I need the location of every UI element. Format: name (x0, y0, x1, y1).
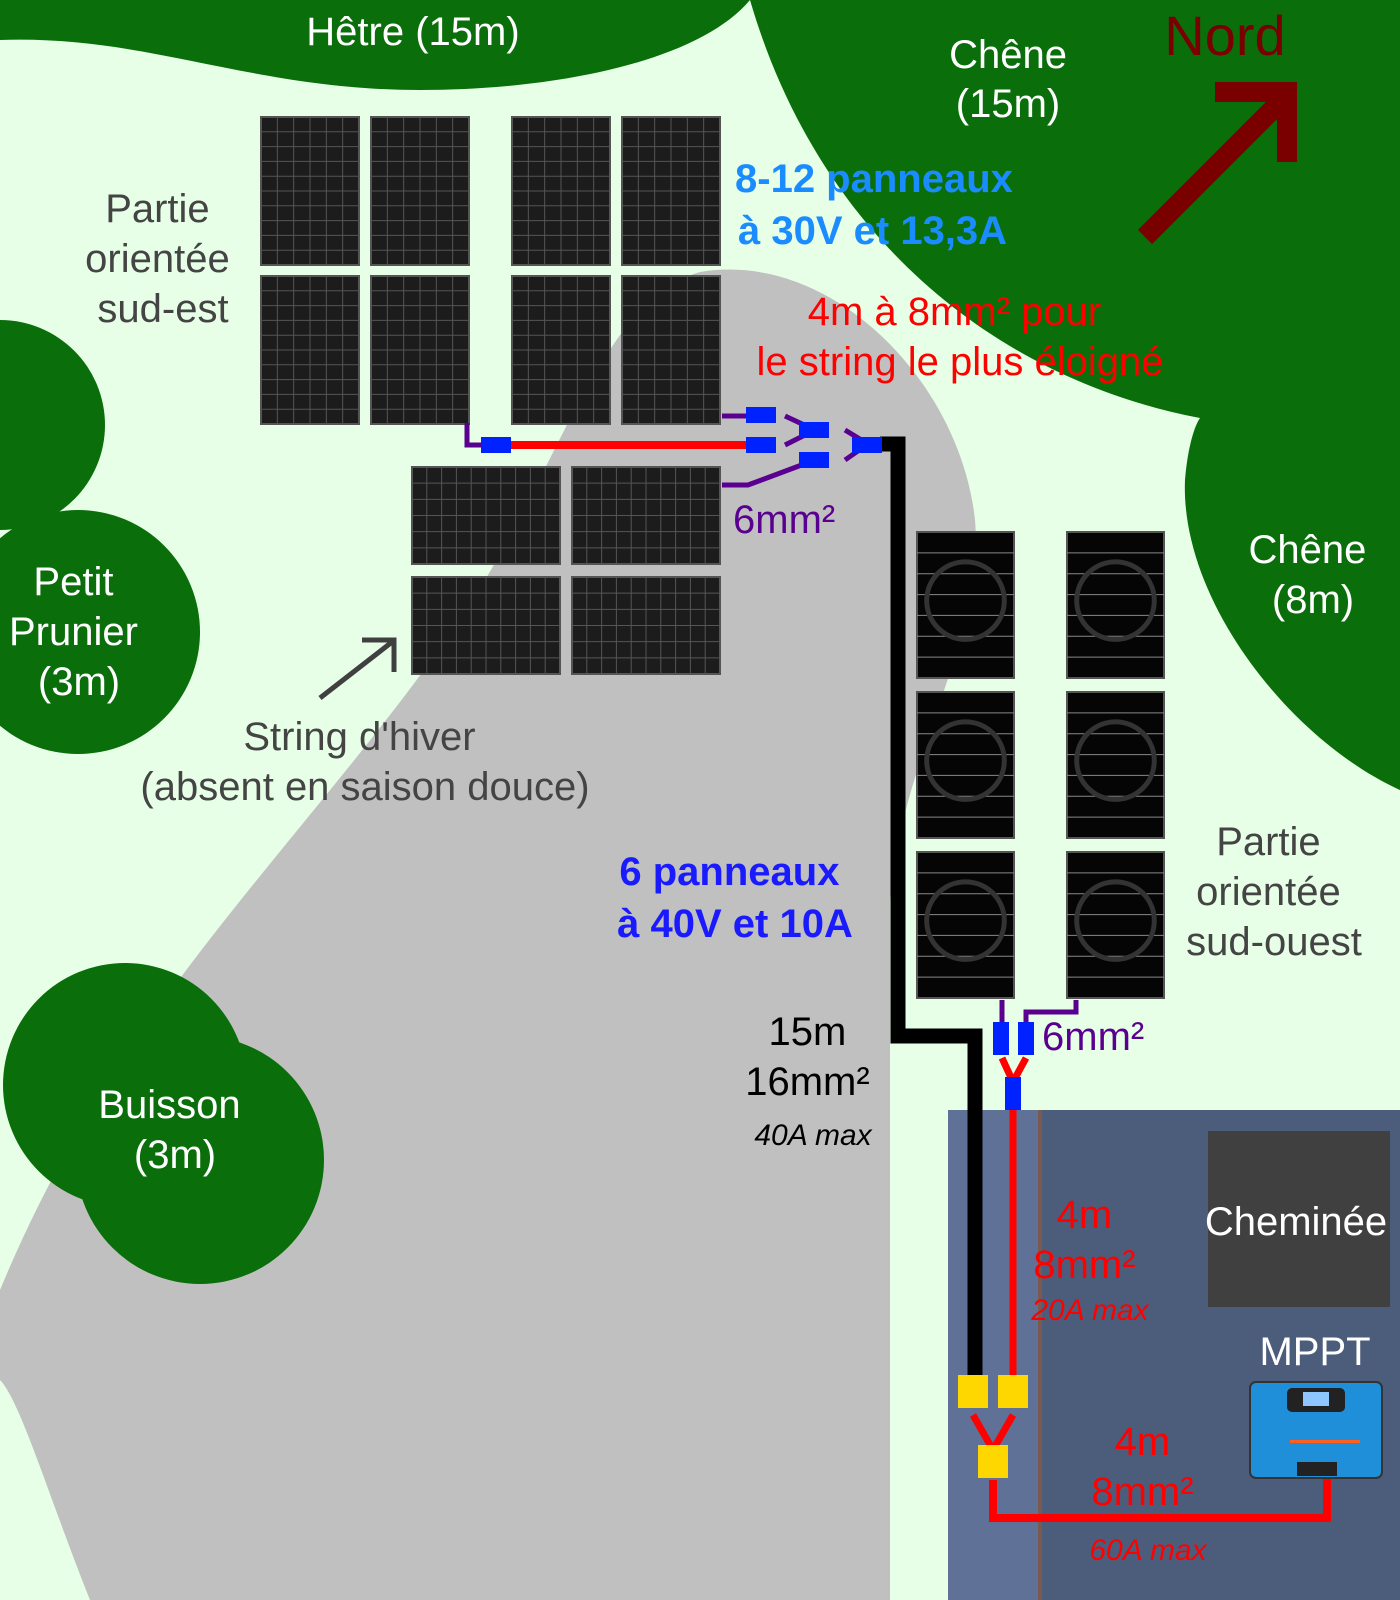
mc4-connector (746, 437, 776, 453)
label-chimney: Cheminée (1205, 1200, 1387, 1244)
yellow-connector (998, 1375, 1028, 1408)
tree-left-partial (0, 320, 105, 530)
solar-panel (916, 851, 1015, 999)
label-chene-small: Chêne (8m) (1249, 528, 1378, 622)
panel-grid (1067, 712, 1164, 818)
panel-grid (917, 872, 1014, 978)
yellow-connector (958, 1375, 988, 1408)
label-hetre: Hêtre (15m) (306, 10, 519, 54)
label-se-panels: 8-12 panneaux à 30V et 13,3A (735, 157, 1024, 253)
chimney (1208, 1131, 1390, 1307)
eco-logo (924, 719, 1007, 802)
solar-panel (1066, 691, 1165, 839)
mc4-connector (746, 407, 776, 423)
eco-logo (1074, 559, 1157, 642)
tree-chene-big (750, 0, 1400, 790)
label-sw-cable: 6mm² (1042, 1015, 1144, 1059)
label-north: Nord (1164, 4, 1285, 67)
panel-grid (261, 276, 359, 424)
mc4-connector (993, 1022, 1009, 1055)
label-buisson: Buisson (3m) (98, 1083, 251, 1177)
panel-grid (917, 552, 1014, 658)
label-winter-string: String d'hiver (absent en saison douce) (140, 715, 589, 809)
label-chene-big-1: Chêne (949, 33, 1067, 77)
mc4-connector (799, 452, 829, 468)
eco-logo (924, 879, 1007, 962)
panel-grid (512, 117, 610, 265)
panel-grid (1067, 872, 1164, 978)
mc4-connector (1018, 1022, 1034, 1055)
connectors (481, 407, 1034, 1110)
label-prunier: Petit Prunier (3m) (9, 560, 149, 704)
panel-grid (371, 276, 469, 424)
panel-grid (572, 577, 720, 674)
yellow-connector (978, 1445, 1008, 1478)
solar-panel (916, 691, 1015, 839)
label-mppt-run: 4m 8mm² 60A max (1089, 1420, 1207, 1567)
label-mppt: MPPT (1259, 1330, 1370, 1374)
panel-grid (572, 467, 720, 564)
label-far-string: 4m à 8mm² pour le string le plus éloigné (757, 290, 1164, 384)
mc4-connector (481, 437, 511, 453)
purple-wire-sw (999, 1000, 1079, 1025)
mc4-connector (1005, 1077, 1021, 1110)
label-sw-run: 4m 8mm² 20A max (1030, 1193, 1149, 1327)
panel-grid (512, 276, 610, 424)
winter-arrow-icon (318, 637, 397, 700)
house-wall-strip (948, 1110, 1038, 1600)
panel-grid (412, 467, 560, 564)
panel-grid (371, 117, 469, 265)
black-main-cable (880, 436, 983, 1380)
mppt-controller (1249, 1381, 1383, 1479)
tree-hetre (0, 0, 750, 90)
eco-logo (1074, 719, 1157, 802)
mc4-connector (852, 437, 882, 453)
panel-grid (917, 712, 1014, 818)
panel-grid (622, 276, 720, 424)
solar-panels (260, 116, 1165, 999)
label-chene-big-2: (15m) (956, 82, 1060, 126)
mc4-connector (799, 422, 829, 438)
label-sw-panels: 6 panneaux à 40V et 10A (617, 850, 853, 946)
red-wire-mppt (989, 1478, 1331, 1522)
north-arrow-icon (1137, 82, 1297, 245)
eco-logo (1074, 879, 1157, 962)
panel-grid (622, 117, 720, 265)
label-main-cable: 15m 16mm² 40A max (745, 1010, 881, 1152)
tree-prunier (0, 510, 200, 754)
tree-buisson-2 (76, 1036, 324, 1284)
label-southwest: Partie orientée sud-ouest (1186, 820, 1362, 964)
purple-wire-winter (722, 457, 816, 488)
label-southeast: Partie orientée sud-est (85, 187, 241, 331)
yellow-connectors (958, 1375, 1028, 1478)
solar-panel (916, 531, 1015, 679)
panel-grid (1067, 552, 1164, 658)
panel-grid (261, 117, 359, 265)
solar-panel (1066, 851, 1165, 999)
panel-grid (412, 577, 560, 674)
house-wall-line (1038, 1110, 1042, 1600)
solar-panel (1066, 531, 1165, 679)
label-se-cable: 6mm² (733, 498, 835, 542)
eco-logo (924, 559, 1007, 642)
